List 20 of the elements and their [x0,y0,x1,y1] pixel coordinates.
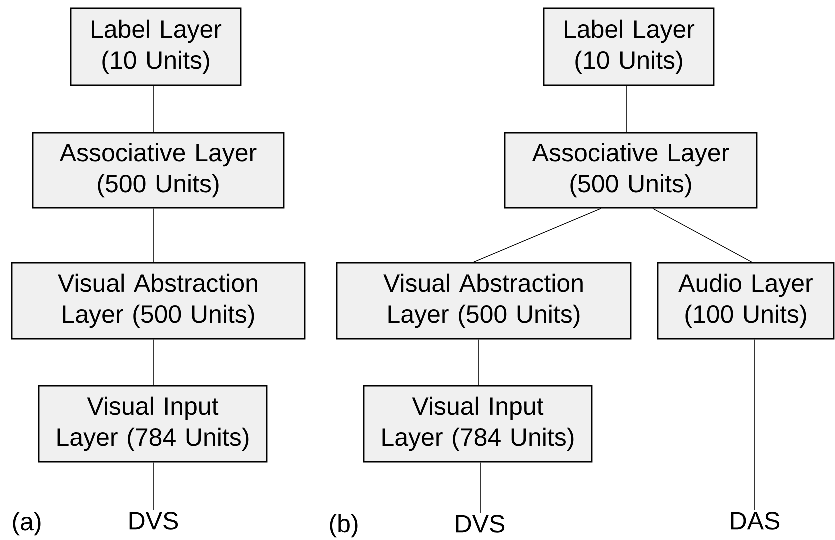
connector-line [474,208,602,263]
layer-box: Visual Input Layer (784 Units) [38,385,268,463]
input-label: DAS [731,512,780,530]
connector-line [478,339,480,386]
panel-label: (b) [330,514,358,538]
layer-box: Associative Layer (500 Units) [32,132,285,209]
connector-line [480,462,482,514]
layer-box: Visual Abstraction Layer (500 Units) [11,262,306,340]
input-label: DVS [130,512,178,530]
connector-line [754,339,756,510]
layer-box: Label Layer (10 Units) [70,8,242,86]
layer-box: Label Layer (10 Units) [543,8,715,86]
layer-box: Audio Layer (100 Units) [657,262,835,340]
connector-line [626,86,628,133]
layer-box: Visual Abstraction Layer (500 Units) [336,262,632,340]
input-label: DVS [456,515,505,533]
panel-label: (a) [13,512,41,536]
layer-box: Visual Input Layer (784 Units) [363,385,593,463]
layer-box: Associative Layer (500 Units) [504,132,758,209]
connector-line [652,208,752,263]
